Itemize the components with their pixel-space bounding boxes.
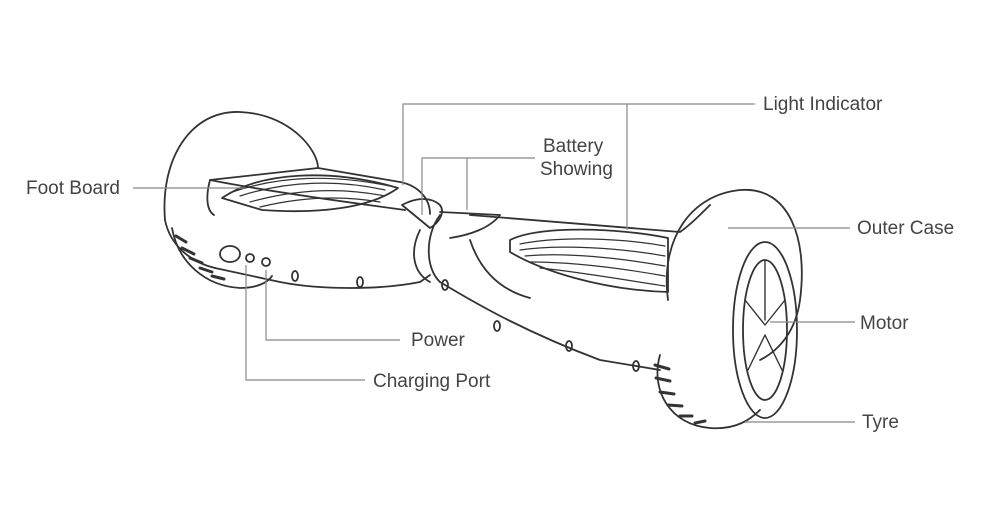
label-power: Power	[411, 330, 465, 351]
label-charging-port: Charging Port	[373, 371, 491, 392]
leader-charging-port	[245, 265, 365, 381]
left-tyre	[171, 227, 273, 289]
motor-hub	[732, 241, 798, 419]
charging-port	[219, 245, 241, 263]
right-outer-case	[665, 189, 803, 361]
label-outer-case: Outer Case	[857, 218, 955, 239]
board-left-body	[214, 267, 431, 289]
label-foot-board: Foot Board	[26, 178, 120, 199]
label-motor: Motor	[860, 313, 909, 334]
label-light-indicator: Light Indicator	[763, 94, 883, 115]
center-joint	[413, 214, 441, 283]
right-tyre	[656, 354, 761, 430]
leader-light-indicator	[402, 103, 755, 230]
left-outer-case	[163, 111, 319, 221]
left-foot-pad	[221, 174, 399, 213]
power-button	[245, 253, 255, 263]
label-battery-line1: Battery	[543, 136, 604, 157]
leader-power	[265, 270, 400, 341]
board-right-body	[439, 281, 661, 371]
leader-battery-showing	[421, 157, 535, 215]
label-battery-line2: Showing	[540, 159, 613, 180]
label-tyre: Tyre	[862, 412, 899, 433]
leader-lines	[133, 103, 855, 423]
